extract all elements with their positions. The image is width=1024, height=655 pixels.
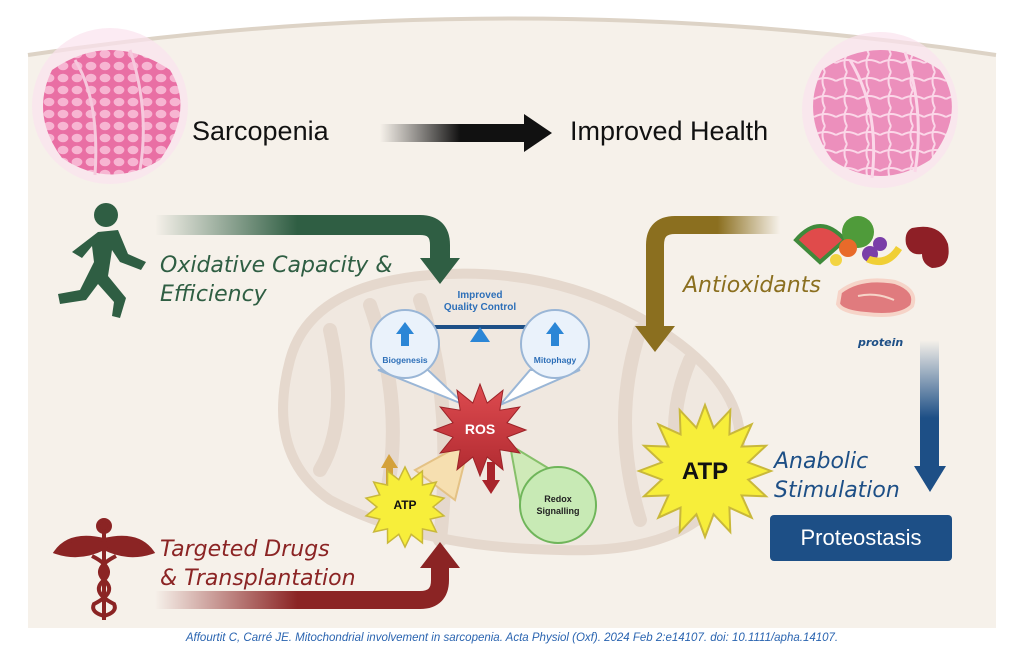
atp-small-starburst — [364, 465, 446, 549]
exercise-label-line1: Oxidative Capacity & — [160, 253, 393, 278]
redox-circle — [519, 466, 597, 544]
antioxidant-arrow — [635, 216, 780, 352]
runner-icon — [58, 203, 146, 318]
antioxidants-label: Antioxidants — [683, 273, 821, 298]
anabolic-label-line2: Stimulation — [774, 478, 900, 503]
proteostasis-box: Proteostasis — [770, 515, 952, 561]
anabolic-label-line1: Anabolic — [774, 449, 869, 474]
muscle-tissue-icon — [802, 32, 958, 188]
citation: Affourtit C, Carré JE. Mitochondrial inv… — [185, 632, 839, 644]
exercise-label-line2: Efficiency — [160, 282, 267, 307]
up-arrow-icon — [546, 322, 564, 346]
drugs-label-line2: & Transplantation — [160, 566, 356, 591]
redox-label-line1: Redox — [544, 494, 572, 504]
atp-large-label: ATP — [681, 458, 729, 485]
drugs-arrow — [155, 542, 460, 609]
improved-health-label: Improved Health — [570, 116, 769, 146]
health-arrow — [380, 114, 552, 152]
quality-control-line2: Quality Control — [443, 302, 517, 313]
caduceus-icon — [52, 518, 156, 620]
fruit-vegetables-icon — [793, 216, 902, 266]
redox-label-line2: Signalling — [536, 506, 580, 516]
mitophagy-label: Mitophagy — [533, 355, 577, 365]
up-arrow-icon — [396, 322, 414, 346]
anabolic-arrow — [914, 340, 946, 492]
drugs-label-line1: Targeted Drugs — [160, 537, 330, 562]
ros-starburst — [432, 382, 528, 478]
atp-small-label: ATP — [393, 498, 417, 512]
muscle-tissue-icon — [32, 28, 188, 184]
ros-label: ROS — [464, 421, 496, 437]
protein-label: protein — [858, 336, 904, 349]
biogenesis-label: Biogenesis — [382, 355, 428, 365]
kidney-bean-icon — [905, 226, 949, 268]
proteostasis-label: Proteostasis — [800, 525, 922, 550]
exercise-arrow — [155, 215, 460, 284]
quality-control-line1: Improved — [457, 290, 503, 301]
mitophagy-circle — [520, 309, 590, 379]
biogenesis-circle — [370, 309, 440, 379]
steak-icon — [835, 278, 916, 317]
atp-large-starburst — [636, 402, 774, 540]
sarcopenia-label: Sarcopenia — [192, 116, 329, 146]
